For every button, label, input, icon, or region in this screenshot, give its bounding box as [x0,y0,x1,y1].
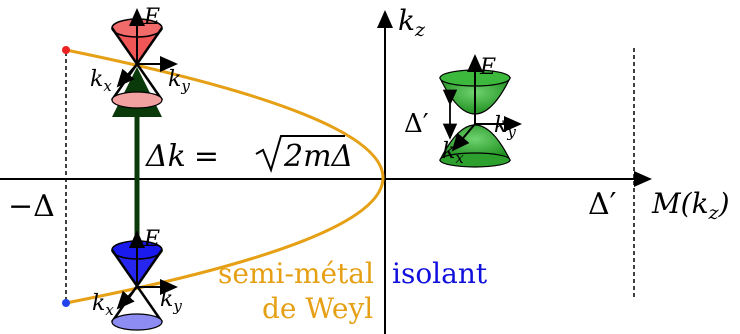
lower-cone-e-label: E [143,227,160,252]
vertical-axis-label: kz [398,4,426,41]
insulator-label: isolant [392,257,488,290]
weyl-semimetal-label-line1: semi-métal [218,257,374,290]
gap-size-label: Δ′ [404,109,429,139]
lower-cone-ky-label: ky [160,287,182,315]
delta-prime-label: Δ′ [588,187,617,222]
upper-cone-kx-label: kx [90,67,112,95]
weyl-node-lower-endpoint [62,299,70,307]
weyl-semimetal-label-line2: de Weyl [262,292,373,325]
svg-text:2mΔ: 2mΔ [283,139,353,174]
gapped-ky-label: ky [494,113,516,141]
neg-delta-label: −Δ [8,189,55,224]
gapped-e-label: E [479,55,496,80]
upper-cone-e-label: E [143,5,160,30]
svg-text:Δk=: Δk= [145,139,219,174]
upper-cone-ky-label: ky [168,67,190,95]
horizontal-axis-label: M(kz) [651,187,730,224]
weyl-node-upper-endpoint [62,46,70,54]
splitting-equation: Δk= 2mΔ [145,136,353,174]
